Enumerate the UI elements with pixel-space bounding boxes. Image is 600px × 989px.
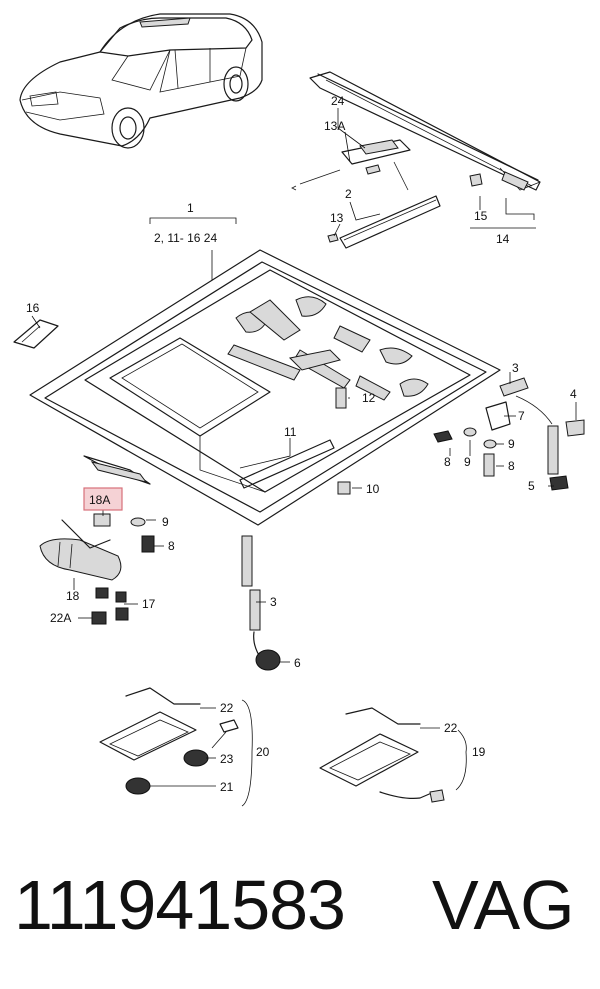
label-23: 23 — [220, 752, 234, 766]
part-number: 111941583 — [14, 866, 346, 944]
callout-labels: 24 13A 2 13 15 14 1 2, 11- 16 24 16 3 4 … — [26, 94, 577, 794]
brand-name: VAG — [432, 866, 575, 944]
label-9-c: 9 — [162, 515, 169, 529]
label-5: 5 — [528, 479, 535, 493]
crank-handle-group-right — [319, 707, 445, 803]
label-12: 12 — [362, 391, 376, 405]
leader-lines — [31, 108, 577, 807]
label-10: 10 — [366, 482, 380, 496]
drive-cable — [241, 535, 281, 671]
label-6: 6 — [294, 656, 301, 670]
label-24: 24 — [331, 94, 345, 108]
label-20: 20 — [256, 745, 270, 759]
label-22A: 22A — [50, 611, 71, 625]
label-1-sub: 2, 11- 16 24 — [154, 231, 217, 245]
label-3-top: 3 — [512, 361, 519, 375]
label-13A: 13A — [324, 119, 345, 133]
label-15: 15 — [474, 209, 488, 223]
label-21: 21 — [220, 780, 234, 794]
guide-rail-assembly — [291, 71, 541, 249]
motor-assembly — [39, 513, 155, 625]
label-17: 17 — [142, 597, 156, 611]
label-8-a: 8 — [444, 455, 451, 469]
label-3-bottom: 3 — [270, 595, 277, 609]
label-9-a: 9 — [508, 437, 515, 451]
label-18A: 18A — [89, 493, 110, 507]
label-22-left: 22 — [220, 701, 234, 715]
label-9-b: 9 — [464, 455, 471, 469]
label-2: 2 — [345, 187, 352, 201]
label-14: 14 — [496, 232, 510, 246]
label-16: 16 — [26, 301, 40, 315]
label-19: 19 — [472, 745, 486, 759]
highlight-box-18A — [83, 487, 123, 511]
car-illustration — [19, 13, 263, 149]
sunroof-exploded-diagram: 24 13A 2 13 15 14 1 2, 11- 16 24 16 3 4 … — [13, 13, 585, 807]
label-8-c: 8 — [168, 539, 175, 553]
label-1: 1 — [187, 201, 194, 215]
footer: 111941583 VAG — [0, 870, 600, 980]
right-side-parts — [335, 377, 585, 495]
label-7: 7 — [518, 409, 525, 423]
label-13: 13 — [330, 211, 344, 225]
label-8-b: 8 — [508, 459, 515, 473]
label-18: 18 — [66, 589, 80, 603]
label-22-right: 22 — [444, 721, 458, 735]
sunroof-frame — [13, 249, 501, 526]
crank-handle-group-left — [99, 687, 239, 795]
label-4: 4 — [570, 387, 577, 401]
label-11: 11 — [284, 425, 297, 439]
